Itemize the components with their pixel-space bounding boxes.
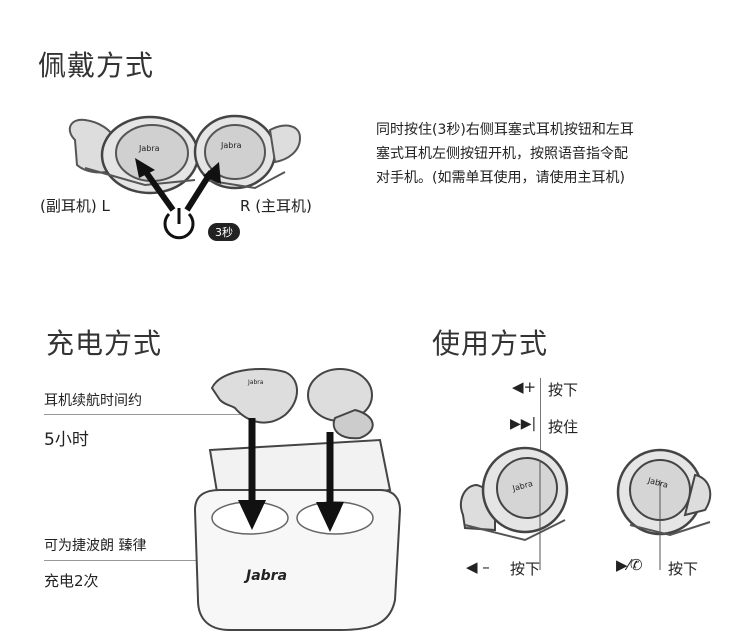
left-earbud: Jabra <box>68 115 200 195</box>
next-track-action: 按住 <box>548 418 579 436</box>
wearing-desc-line-1: 同时按住(3秒)右侧耳塞式耳机按钮和左耳 <box>376 122 634 138</box>
right-earbud-label: R (主耳机) <box>240 197 312 215</box>
power-icon <box>163 208 195 240</box>
insert-arrows <box>238 418 344 532</box>
battery-life-label: 耳机续航时间约 <box>44 393 142 409</box>
volume-up-row: ◀+ <box>512 378 536 396</box>
usage-title: 使用方式 <box>432 327 549 360</box>
charging-earbud-left: Jabra <box>210 367 298 424</box>
volume-up-icon: ◀+ <box>512 378 537 396</box>
hold-duration-badge: 3秒 <box>208 221 240 241</box>
left-control-divider-top <box>540 378 541 474</box>
left-earbud-label: (副耳机) L <box>40 197 110 215</box>
volume-down-action: 按下 <box>510 560 541 578</box>
volume-down-icon: ◀ – <box>466 558 490 576</box>
battery-life-divider <box>44 414 254 415</box>
volume-down-row: ◀ – <box>466 558 490 576</box>
case-charge-value: 充电2次 <box>44 572 99 590</box>
charging-title: 充电方式 <box>46 327 163 360</box>
charging-case-illustration: Jabra Jabra <box>193 367 402 631</box>
left-earbud-brand: Jabra <box>138 144 160 153</box>
hold-duration-text: 3秒 <box>208 223 240 241</box>
press-arrows <box>135 158 221 212</box>
answer-end-call-icon: ▶⁄✆ <box>616 556 643 574</box>
right-earbud-brand: Jabra <box>220 141 242 150</box>
usage-left-earbud: Jabra <box>459 446 569 542</box>
wearing-title: 佩戴方式 <box>38 49 155 82</box>
case-charge-label: 可为捷波朗 臻律 <box>44 538 147 554</box>
charging-earbud-right <box>307 368 374 440</box>
volume-up-action: 按下 <box>548 381 579 399</box>
wearing-desc-line-2: 塞式耳机左侧按钮开机，按照语音指令配 <box>376 146 628 162</box>
battery-life-value: 5小时 <box>44 430 89 450</box>
case-charge-divider <box>44 560 244 561</box>
usage-earbuds-illustration: Jabra Jabra <box>459 446 712 570</box>
case-brand: Jabra <box>243 568 287 584</box>
call-action: 按下 <box>668 560 699 578</box>
next-track-icon: ▶▶| <box>510 416 537 432</box>
wearing-earbuds-illustration: Jabra Jabra <box>68 114 302 240</box>
wearing-description: 同时按住(3秒)右侧耳塞式耳机按钮和左耳 塞式耳机左侧按钮开机，按照语音指令配 … <box>376 118 716 190</box>
usage-right-earbud: Jabra <box>616 448 712 537</box>
wearing-desc-line-3: 对手机。(如需单耳使用，请使用主耳机) <box>376 170 625 186</box>
left-bud-brand: Jabra <box>247 379 264 386</box>
next-track-row: ▶▶| <box>510 416 536 432</box>
call-row: ▶⁄✆ <box>616 556 643 574</box>
